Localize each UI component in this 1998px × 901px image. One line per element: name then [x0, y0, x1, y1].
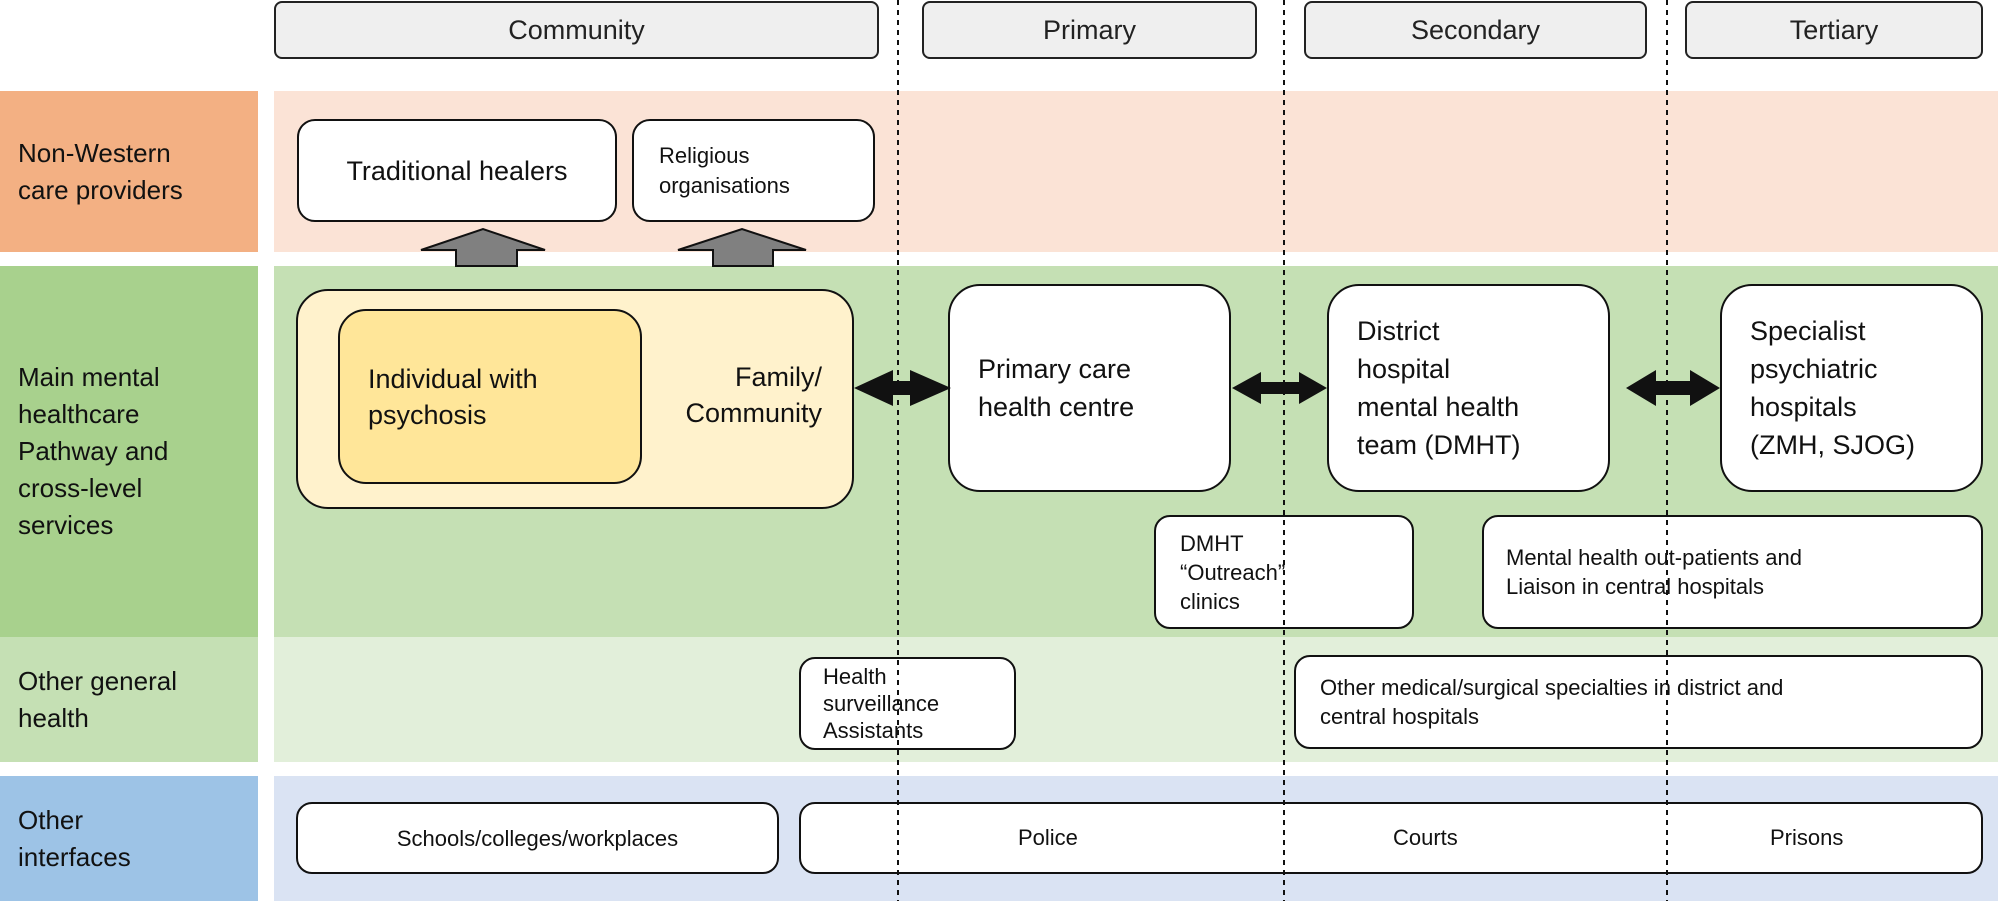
- primary-care-box: Primary care health centre: [948, 284, 1231, 492]
- double-arrow-icon: [1626, 370, 1720, 406]
- other-specialties-box: Other medical/surgical specialties in di…: [1294, 655, 1983, 749]
- justice-interfaces-box: Police Courts Prisons: [799, 802, 1983, 874]
- up-arrow-icon: [420, 227, 546, 267]
- double-arrow-icon: [854, 370, 951, 406]
- dmht-box: District hospital mental health team (DM…: [1327, 284, 1610, 492]
- row-label-main-pathway: Main mental healthcare Pathway and cross…: [0, 266, 258, 637]
- double-arrow-icon: [1232, 372, 1327, 404]
- specialist-hospitals-box: Specialist psychiatric hospitals (ZMH, S…: [1720, 284, 1983, 492]
- traditional-healers-box: Traditional healers: [297, 119, 617, 222]
- row-label-other-general-health: Other general health: [0, 637, 258, 762]
- prisons-label: Prisons: [1770, 825, 1844, 850]
- individual-with-psychosis-box: Individual with psychosis: [338, 309, 642, 484]
- religious-organisations-box: Religious organisations: [632, 119, 875, 222]
- family-community-label: Family/ Community: [685, 362, 822, 428]
- schools-colleges-workplaces-box: Schools/colleges/workplaces: [296, 802, 779, 874]
- column-header-primary: Primary: [922, 1, 1257, 59]
- column-header-community: Community: [274, 1, 879, 59]
- row-label-non-western: Non-Western care providers: [0, 91, 258, 252]
- police-label: Police: [1018, 825, 1078, 850]
- column-header-tertiary: Tertiary: [1685, 1, 1983, 59]
- up-arrow-icon: [677, 227, 807, 267]
- mental-health-outpatients-box: Mental health out-patients and Liaison i…: [1482, 515, 1983, 629]
- health-surveillance-assistants-box: Health surveillance Assistants: [799, 657, 1016, 750]
- row-label-other-interfaces: Other interfaces: [0, 776, 258, 901]
- column-header-secondary: Secondary: [1304, 1, 1647, 59]
- courts-label: Courts: [1393, 825, 1458, 850]
